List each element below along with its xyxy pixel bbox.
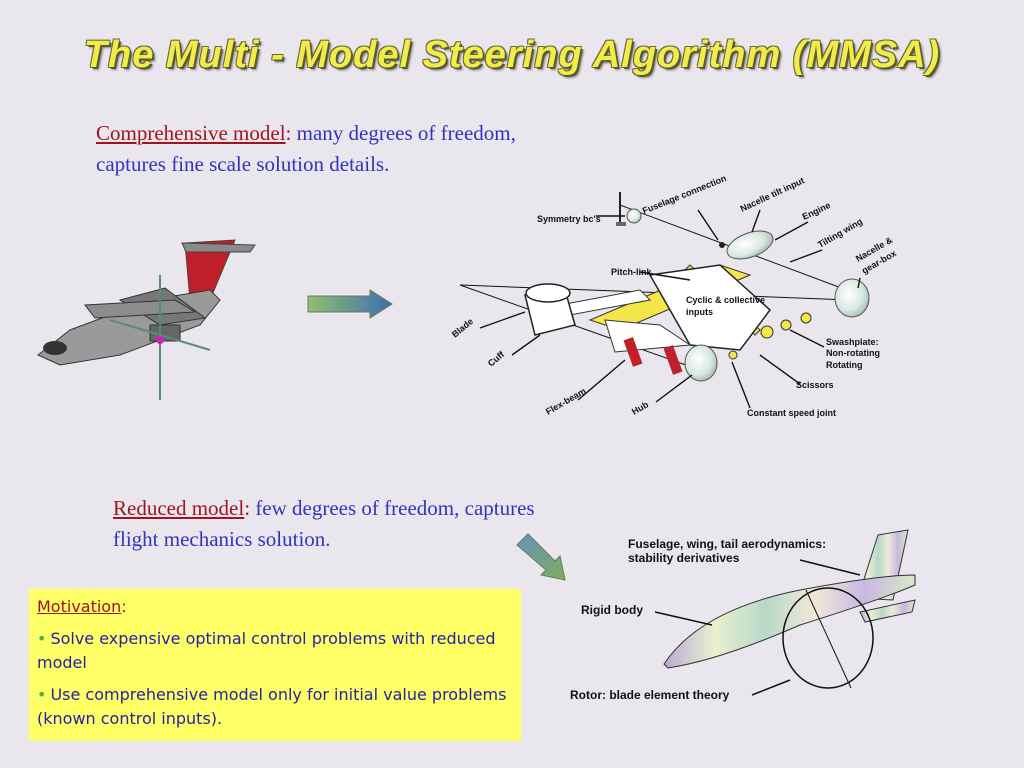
label-fuselage-connection: Fuselage connection [641, 173, 728, 216]
motivation-item-text: Use comprehensive model only for initial… [37, 685, 507, 728]
tiltrotor-aircraft-image [37, 239, 256, 400]
motivation-heading: Motivation: [37, 595, 513, 619]
motivation-item-text: Solve expensive optimal control problems… [37, 629, 496, 672]
comprehensive-model-term: Comprehensive model [96, 121, 286, 145]
slide-title: The Multi - Model Steering Algorithm (MM… [83, 34, 941, 76]
label-fuselage-2: stability derivatives [628, 551, 740, 565]
reduced-model-term: Reduced model [113, 496, 245, 520]
label-cuff: Cuff [486, 349, 507, 369]
label-fuselage-1: Fuselage, wing, tail aerodynamics: [628, 537, 826, 551]
rotor-system-diagram [459, 192, 870, 382]
motivation-item: •Use comprehensive model only for initia… [37, 683, 513, 731]
label-swashplate-2: Non-rotating [826, 348, 880, 358]
label-nacelle-tilt: Nacelle tilt input [739, 175, 806, 213]
reduced-colon: : [244, 496, 251, 520]
comprehensive-model-text: Comprehensive model: many degrees of fre… [96, 118, 526, 180]
reduced-leader-lines [654, 559, 861, 696]
reduced-aircraft-diagram [663, 529, 916, 689]
label-rotor-theory: Rotor: blade element theory [570, 688, 730, 702]
motivation-box: Motivation: •Solve expensive optimal con… [29, 589, 521, 741]
label-pitch-link: Pitch-link [611, 267, 652, 277]
label-cyclic-1: Cyclic & collective [686, 295, 765, 305]
label-flex-beam: Flex-beam [544, 386, 588, 417]
bullet-icon: • [37, 629, 47, 648]
comprehensive-colon: : [285, 121, 292, 145]
reduced-model-description: few degrees of freedom, captures flight … [113, 496, 535, 551]
arrow-down-right-icon [516, 533, 566, 581]
rotor-leader-lines [479, 209, 861, 409]
label-swashplate-1: Swashplate: [826, 337, 879, 347]
label-blade: Blade [450, 316, 475, 339]
reduced-diagram-labels: Fuselage, wing, tail aerodynamics: stabi… [570, 537, 826, 702]
arrow-right-icon [307, 289, 393, 319]
motivation-title: Motivation [37, 597, 122, 616]
label-swashplate-3: Rotating [826, 360, 863, 370]
label-cyclic-2: inputs [686, 307, 713, 317]
reduced-model-text: Reduced model: few degrees of freedom, c… [113, 493, 553, 555]
label-scissors: Scissors [796, 380, 834, 390]
label-engine: Engine [801, 200, 832, 222]
motivation-item: •Solve expensive optimal control problem… [37, 627, 513, 675]
label-rigid-body: Rigid body [581, 603, 643, 617]
comprehensive-model-description: many degrees of freedom, captures fine s… [96, 121, 516, 176]
label-symmetry: Symmetry bc's [537, 214, 601, 224]
label-hub: Hub [630, 399, 651, 417]
motivation-colon: : [121, 597, 127, 616]
label-constant-speed: Constant speed joint [747, 408, 836, 418]
label-tilting-wing: Tilting wing [816, 216, 864, 250]
bullet-icon: • [37, 685, 47, 704]
